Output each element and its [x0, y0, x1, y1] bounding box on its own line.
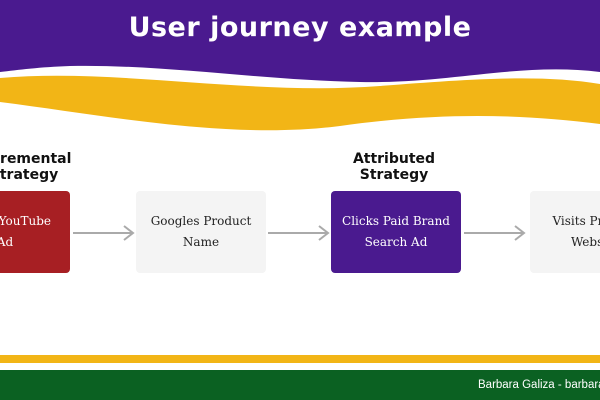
right-arrow-icon	[73, 225, 135, 241]
yellow-wave	[0, 75, 600, 131]
page-title: User journey example	[128, 12, 472, 43]
step-views-youtube-ad: Views YouTube Ad	[0, 191, 70, 273]
green-footer	[0, 370, 600, 400]
step-line-2: Search Ad	[364, 235, 428, 249]
step-line-1: Clicks Paid Brand	[342, 214, 450, 228]
step-clicks-paid-brand-search-ad: Clicks Paid Brand Search Ad	[331, 191, 461, 273]
purple-header	[0, 0, 600, 83]
step-line-2: Ad	[0, 235, 14, 249]
strategy-label-incremental: Incremental Strategy	[0, 151, 72, 183]
step-line-2: Website	[570, 235, 600, 249]
footer-author: Barbara Galiza - barbara@	[478, 379, 600, 391]
step-line-1: Googles Product	[150, 214, 252, 228]
step-line-2: Name	[182, 235, 220, 249]
yellow-stripe	[0, 355, 600, 363]
step-line-1: Views YouTube	[0, 214, 51, 228]
step-line-1: Visits Product	[552, 214, 600, 228]
right-arrow-icon	[464, 225, 526, 241]
strategy-label-attributed: Attributed Strategy	[352, 151, 436, 183]
step-visits-product-website: Visits Product Website	[530, 191, 600, 273]
right-arrow-icon	[268, 225, 330, 241]
step-googles-product-name: Googles Product Name	[136, 191, 266, 273]
